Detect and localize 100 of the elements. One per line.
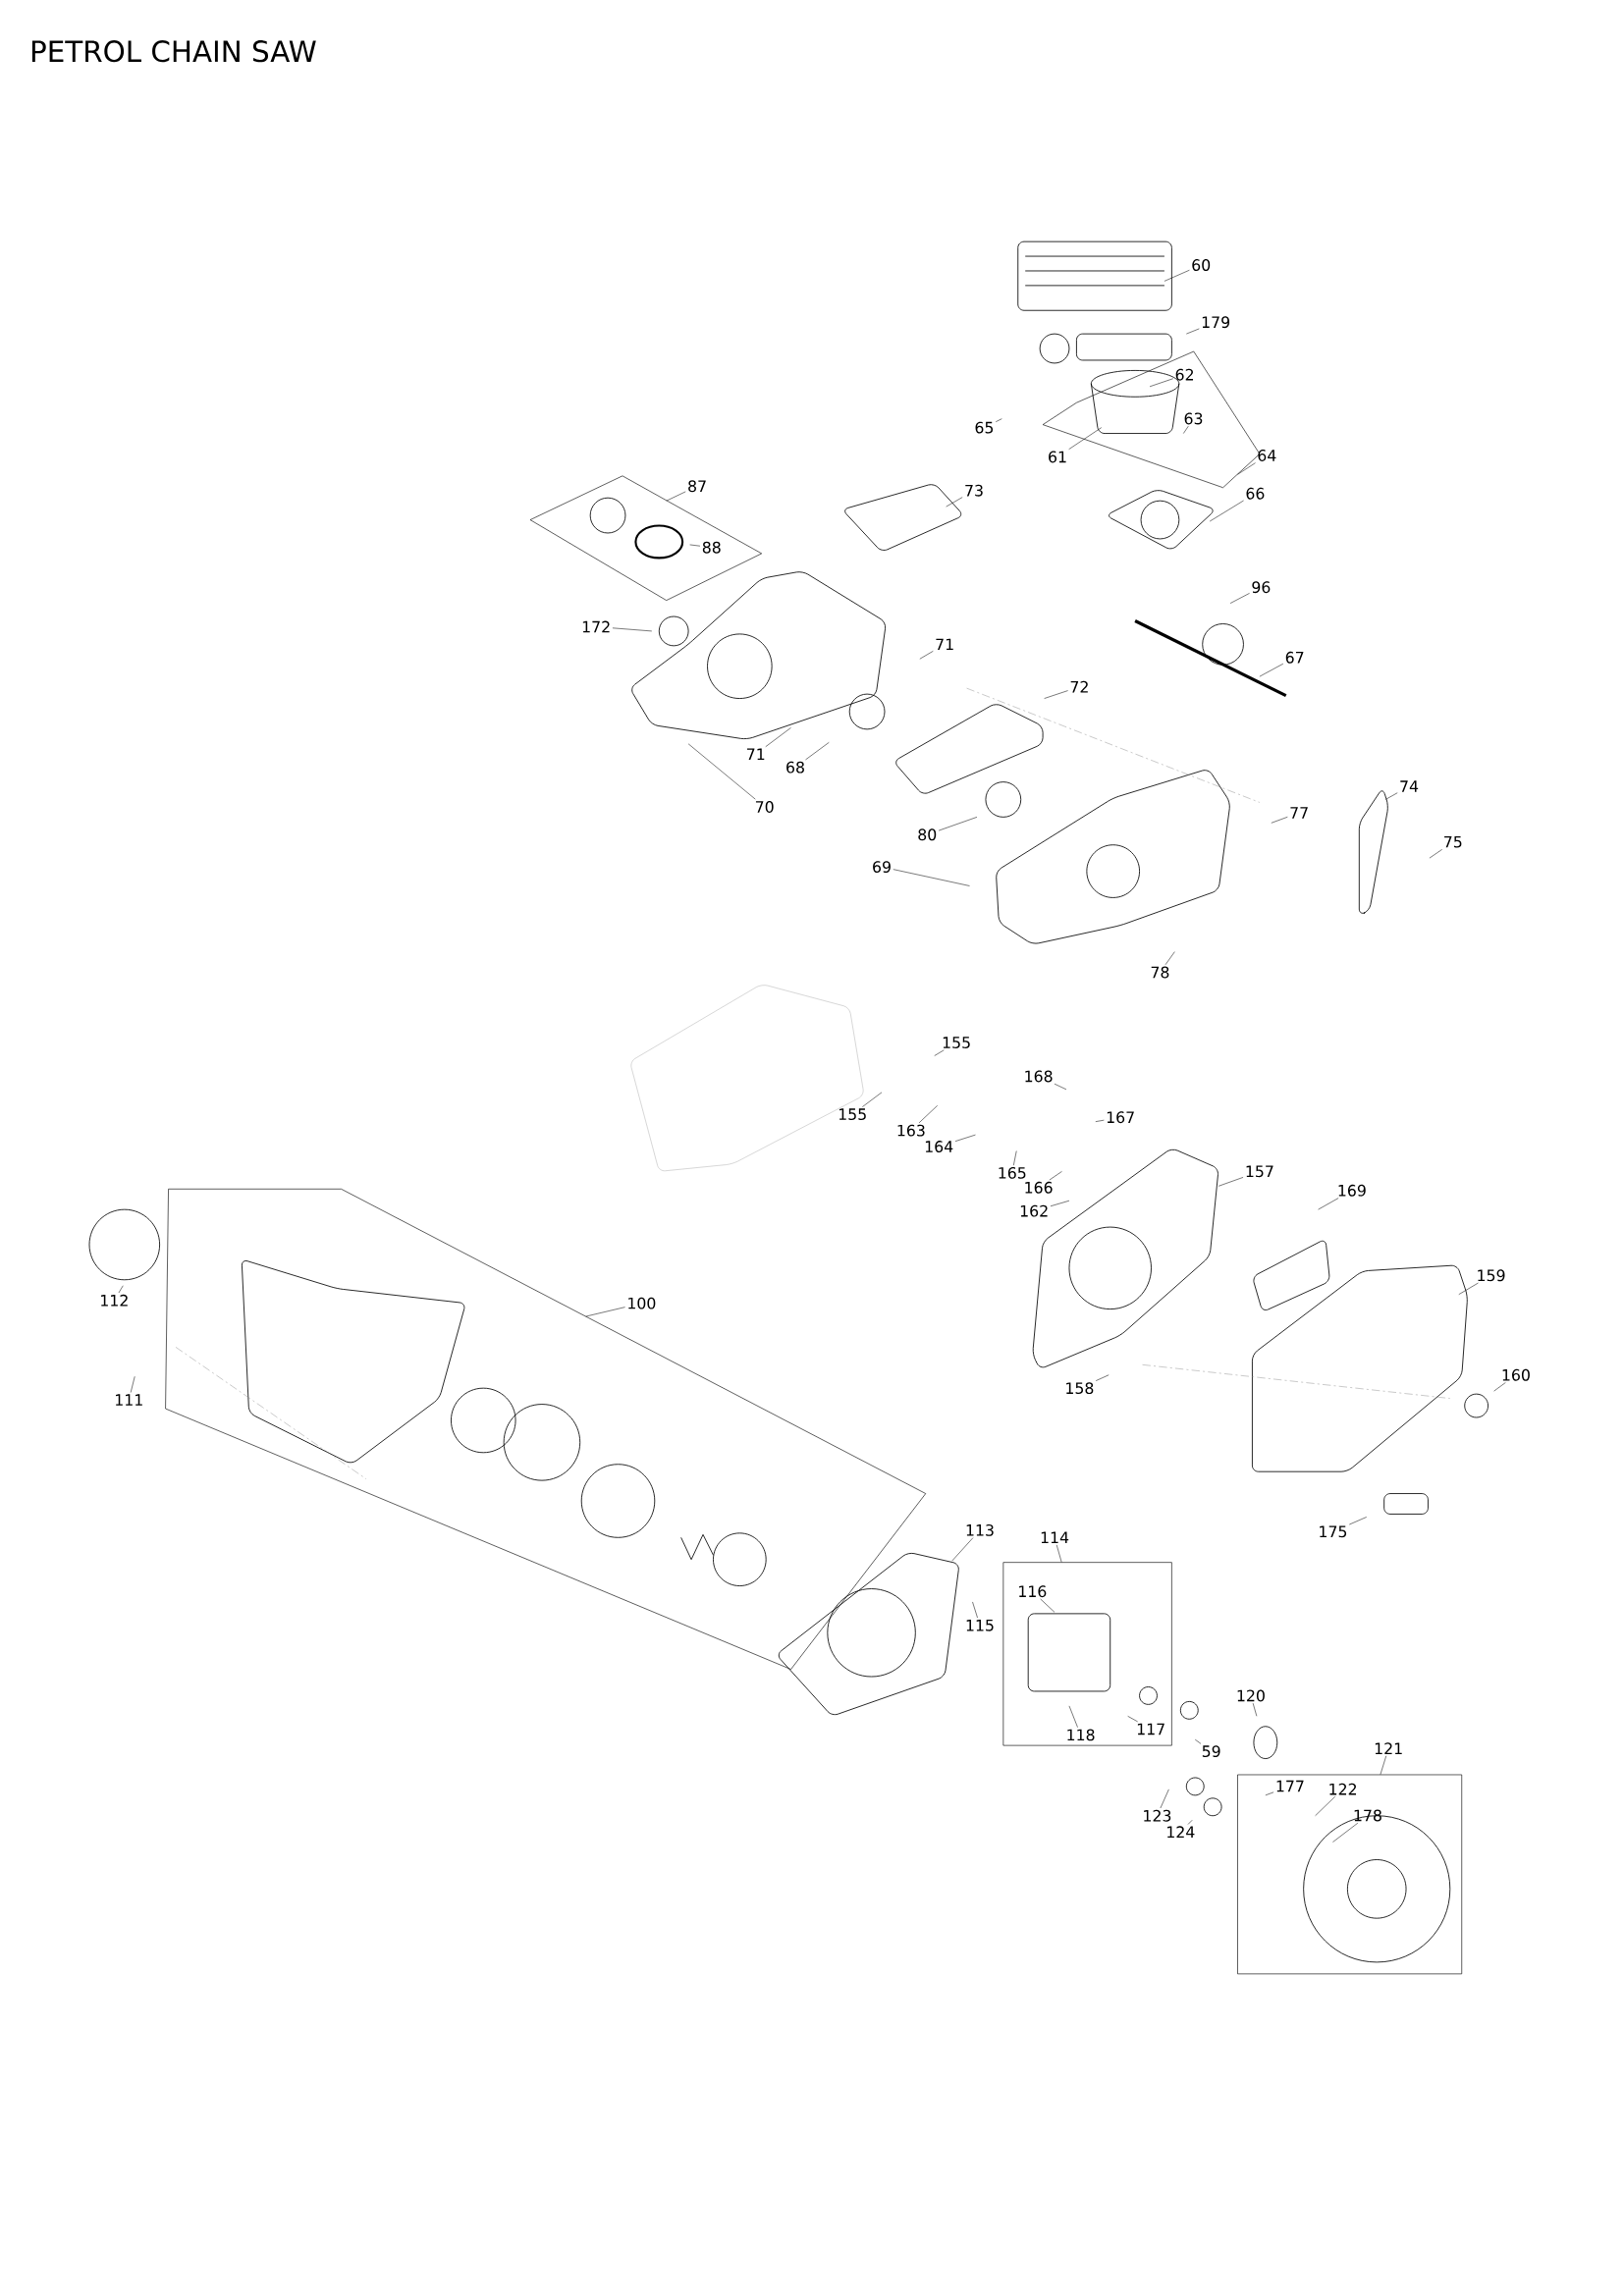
leader-line xyxy=(1237,462,1256,475)
leader-line xyxy=(954,1134,976,1142)
callout-number: 123 xyxy=(1144,1809,1171,1822)
leader-line xyxy=(1209,500,1244,522)
callout-number: 162 xyxy=(1020,1204,1048,1217)
callout-number: 63 xyxy=(1184,412,1203,425)
callout-number: 114 xyxy=(1041,1531,1068,1544)
callout-number: 124 xyxy=(1166,1826,1195,1838)
leader-line xyxy=(946,497,963,507)
callout-number: 60 xyxy=(1192,259,1211,271)
callout-number: 155 xyxy=(943,1037,970,1048)
callout-number: 121 xyxy=(1375,1742,1402,1754)
leader-line xyxy=(1194,1738,1202,1744)
leader-line xyxy=(1127,1716,1138,1723)
callout-number: 116 xyxy=(1018,1585,1047,1598)
leader-line xyxy=(1054,1083,1067,1091)
leader-line xyxy=(1271,817,1288,824)
callout-number: 68 xyxy=(785,761,804,774)
leader-line xyxy=(1095,1374,1110,1381)
leader-line xyxy=(1056,1544,1062,1563)
callout-number: 78 xyxy=(1151,966,1169,979)
title: PETROL CHAIN SAW xyxy=(31,40,316,63)
leader-line xyxy=(1164,951,1175,966)
leader-line xyxy=(1332,1822,1358,1842)
leader-line xyxy=(919,651,934,660)
callout-number: 64 xyxy=(1258,450,1276,461)
leader-line xyxy=(687,743,756,800)
leader-line xyxy=(1384,792,1398,800)
callout-number: 113 xyxy=(966,1523,994,1536)
leader-line xyxy=(1493,1382,1506,1392)
leader-line xyxy=(1149,378,1173,388)
group-frame xyxy=(165,1188,926,1670)
callout-number: 163 xyxy=(897,1124,925,1137)
leader-line xyxy=(1259,663,1283,677)
callout-number: 69 xyxy=(872,861,891,874)
leader-line xyxy=(1049,1171,1062,1181)
leader-line xyxy=(972,1601,978,1619)
callout-number: 59 xyxy=(1202,1745,1220,1758)
callout-number: 177 xyxy=(1276,1780,1304,1792)
callout-number: 115 xyxy=(966,1620,994,1631)
callout-number: 111 xyxy=(115,1394,142,1406)
callout-number: 158 xyxy=(1066,1382,1094,1395)
leader-line xyxy=(805,742,830,761)
leader-line xyxy=(1182,425,1189,434)
callout-number: 168 xyxy=(1025,1070,1053,1083)
leader-line xyxy=(765,727,791,747)
callout-number: 75 xyxy=(1443,835,1462,848)
leader-line xyxy=(1218,1177,1244,1187)
callout-number: 164 xyxy=(925,1141,953,1152)
leader-line xyxy=(612,627,652,632)
callout-number: 71 xyxy=(746,748,765,760)
callout-number: 175 xyxy=(1320,1525,1346,1538)
leader-line xyxy=(1044,690,1068,699)
leader-line xyxy=(1012,1150,1017,1166)
callout-number: 169 xyxy=(1338,1184,1366,1197)
callout-number: 159 xyxy=(1478,1269,1505,1282)
callout-number: 122 xyxy=(1329,1783,1356,1795)
leader-line xyxy=(1315,1795,1335,1816)
callout-number: 120 xyxy=(1237,1689,1265,1702)
callout-number: 117 xyxy=(1137,1723,1164,1735)
callout-number: 87 xyxy=(688,480,706,493)
callout-number: 100 xyxy=(627,1297,656,1309)
callout-number: 74 xyxy=(1400,780,1418,792)
leader-line xyxy=(938,817,978,831)
callout-number: 167 xyxy=(1107,1111,1134,1124)
leader-line xyxy=(934,1049,945,1056)
callout-number: 157 xyxy=(1246,1165,1273,1178)
callout-number: 72 xyxy=(1070,680,1088,693)
leader-line xyxy=(118,1285,124,1294)
leader-line xyxy=(1160,1789,1169,1809)
leader-line xyxy=(951,1537,974,1562)
leader-line xyxy=(1458,1282,1479,1295)
group-frame xyxy=(529,475,762,601)
callout-number: 65 xyxy=(975,421,993,434)
leader-line xyxy=(1068,427,1102,450)
leader-line xyxy=(1050,1200,1070,1206)
group-frame xyxy=(1237,1774,1462,1975)
callout-number: 66 xyxy=(1246,487,1265,500)
callout-number: 96 xyxy=(1252,581,1271,594)
callout-number: 179 xyxy=(1202,316,1229,329)
leader-line xyxy=(130,1375,135,1393)
callout-number: 67 xyxy=(1285,651,1304,664)
leader-line xyxy=(861,1092,883,1107)
group-frame xyxy=(1002,1562,1172,1746)
callout-number: 166 xyxy=(1025,1181,1053,1194)
leader-line xyxy=(1380,1755,1386,1775)
callout-number: 73 xyxy=(965,484,983,497)
callout-number: 178 xyxy=(1354,1809,1381,1822)
leader-line xyxy=(893,869,970,886)
leader-line xyxy=(1252,1702,1257,1717)
callout-number: 172 xyxy=(582,620,610,633)
leader-line xyxy=(1068,1705,1078,1728)
leader-line xyxy=(1348,1517,1367,1525)
callout-number: 118 xyxy=(1067,1729,1095,1741)
leader-line xyxy=(689,544,701,547)
callout-number: 160 xyxy=(1502,1368,1530,1381)
leader-line xyxy=(666,491,686,502)
callout-number: 70 xyxy=(755,801,774,813)
callout-number: 155 xyxy=(839,1108,866,1121)
callout-number: 61 xyxy=(1049,451,1066,463)
